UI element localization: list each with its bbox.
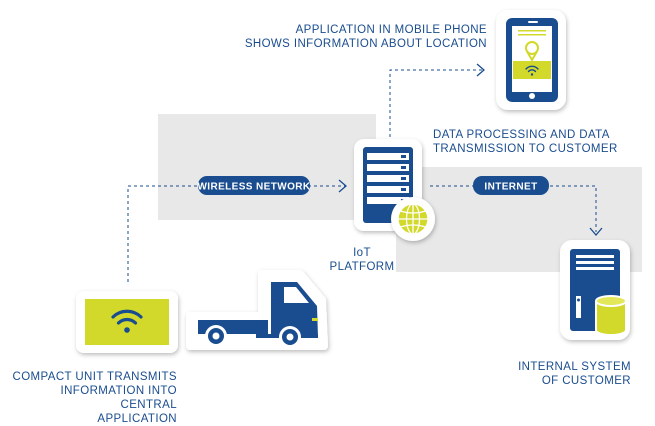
arrow-icon xyxy=(338,63,603,236)
internet-badge: INTERNET xyxy=(473,176,549,195)
wireless-network-text: WIRELESS NETWORK xyxy=(197,182,310,193)
data-processing-label: DATA PROCESSING AND DATA TRANSMISSION TO… xyxy=(433,128,648,156)
mobile-app-line-2: SHOWS INFORMATION ABOUT LOCATION xyxy=(244,38,487,50)
mobile-app-line-1: APPLICATION IN MOBILE PHONE xyxy=(295,24,487,36)
internet-text: INTERNET xyxy=(484,182,537,193)
phone-wifi-icon xyxy=(525,65,539,76)
mobile-app-label: APPLICATION IN MOBILE PHONE SHOWS INFORM… xyxy=(230,23,487,51)
compact-unit-line-3: APPLICATION xyxy=(97,413,177,425)
mobile-phone-icon xyxy=(496,10,566,110)
iot-platform-label: IoT PLATFORM xyxy=(326,246,398,274)
internal-system-line-2: OF CUSTOMER xyxy=(541,375,631,387)
wireless-panel xyxy=(158,114,376,220)
compact-unit-icon xyxy=(76,291,178,353)
internal-system-line-1: INTERNAL SYSTEM xyxy=(518,361,631,373)
compact-unit-line-1: COMPACT UNIT TRANSMITS xyxy=(12,371,177,383)
database-icon xyxy=(595,295,627,336)
location-pin-icon xyxy=(525,41,539,62)
compact-unit-line-2: INFORMATION INTO CENTRAL xyxy=(60,385,177,411)
compact-unit-label: COMPACT UNIT TRANSMITS INFORMATION INTO … xyxy=(4,370,177,426)
globe-icon xyxy=(391,197,435,241)
iot-platform-line-1: IoT xyxy=(353,247,371,259)
iot-platform-line-2: PLATFORM xyxy=(329,261,395,273)
platform-to-phone-line xyxy=(389,69,483,137)
internal-system-label: INTERNAL SYSTEM OF CUSTOMER xyxy=(490,360,631,388)
wifi-icon xyxy=(111,309,143,333)
data-processing-line-1: DATA PROCESSING AND DATA xyxy=(433,129,610,141)
data-processing-line-2: TRANSMISSION TO CUSTOMER xyxy=(433,143,618,155)
wireless-network-badge: WIRELESS NETWORK xyxy=(197,176,311,195)
truck-icon xyxy=(186,270,328,350)
